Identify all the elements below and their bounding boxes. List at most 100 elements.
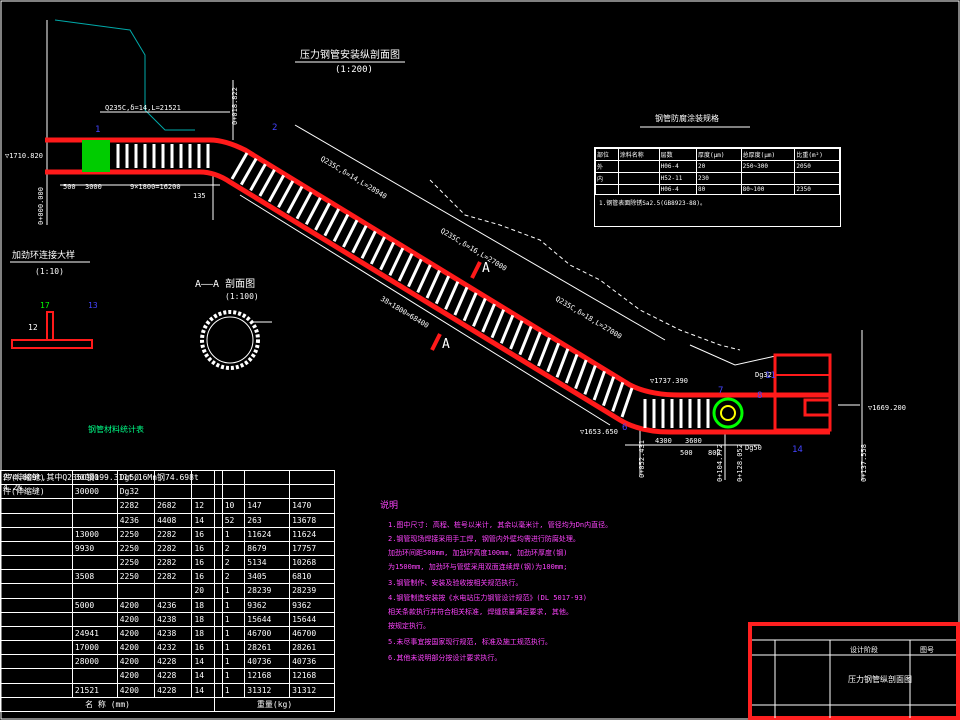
table-cell: 2250 <box>116 555 156 571</box>
table-cell: 30000 <box>71 484 118 500</box>
section-pipe-inner <box>206 316 254 364</box>
table-cell: 17000 <box>71 640 118 656</box>
stiffener-ring <box>564 353 579 384</box>
table-cell: 2 <box>221 540 246 557</box>
table-cell: 16 <box>191 640 216 656</box>
note-item: 2.钢管现场焊接采用手工焊, 钢管内外壁均需进行防腐处理。 <box>388 534 580 543</box>
coating-note: 1.钢管表面除锈Sa2.5(GB8923-88)。 <box>599 200 707 207</box>
stiffener-ring <box>230 152 249 180</box>
dim-label-bend: 135 <box>193 192 206 200</box>
anchor-block-left <box>82 140 110 172</box>
dim-label-right-4: 800 <box>708 449 721 457</box>
title-block-label-2: 图号 <box>920 646 934 654</box>
table-cell: 14 <box>191 668 216 684</box>
table-cell <box>214 583 223 599</box>
stiffener-ring <box>425 269 441 299</box>
coating-header-cell: 总厚度(μm) <box>740 148 796 161</box>
stiffener-ring <box>360 230 377 259</box>
table-cell <box>214 668 223 684</box>
stiffener-ring <box>499 314 515 344</box>
table-cell: 28239 <box>289 583 335 599</box>
table-cell <box>221 469 246 486</box>
stiffener-ring <box>444 281 460 310</box>
table-cell <box>71 512 118 528</box>
dim-label-right-2: 3600 <box>685 437 702 445</box>
table-cell: 2 <box>221 569 246 585</box>
notes-list: 1.图中尺寸: 高程、桩号以米计, 其余以毫米计, 管径均为Dn内直径。 2.钢… <box>388 520 612 662</box>
table-cell <box>0 555 73 571</box>
table-cell: 4238 <box>154 611 193 627</box>
table-cell <box>0 583 73 599</box>
table-cell <box>214 654 223 670</box>
coating-cell: H06-4 <box>658 184 698 195</box>
detail-scale: (1:10) <box>35 267 64 276</box>
title-block-frame <box>748 622 960 720</box>
table-cell: 2682 <box>154 498 193 514</box>
table-footer-row: 名 称 (mm)重量(kg) <box>0 696 335 713</box>
coating-table: 部位 涂料名称 层数 厚度(μm) 总厚度(μm) 比重(m²) 外 H06-4… <box>594 147 841 227</box>
callout-13: 13 <box>88 301 98 310</box>
stiffener-ring <box>304 197 322 226</box>
table-cell <box>214 682 223 698</box>
table-cell: 4200 <box>116 682 156 698</box>
table-cell <box>214 569 223 585</box>
stiffener-ring <box>546 342 561 373</box>
dim-label-top-run: Q235C,δ=14,L=21521 <box>105 104 181 112</box>
outlet-pipe-end <box>803 398 832 417</box>
dim-label-right-1: 4300 <box>655 437 672 445</box>
table-cell <box>214 526 223 542</box>
table-cell <box>0 569 73 585</box>
table-cell: 4200 <box>116 597 156 613</box>
stiffener-ring <box>574 359 588 390</box>
stiffener-ring <box>277 180 295 209</box>
table-cell: 6810 <box>289 569 335 585</box>
dim-label-slope-low: Q235C,δ=18,L=27000 <box>554 295 623 341</box>
callout-11: 11 <box>765 371 776 381</box>
table-cell: 3508 <box>71 569 118 585</box>
table-cell: 11624 <box>289 526 335 542</box>
table-cell: 4228 <box>154 654 193 670</box>
station-label-1: 0+000.000 <box>37 187 45 225</box>
coating-header-cell: 比重(m²) <box>794 148 840 161</box>
pipe-label-d50: Dg50 <box>745 444 762 452</box>
stiffener-ring <box>407 258 423 288</box>
table-cell: 263 <box>244 512 291 528</box>
note-item: 4.钢管制造安装按《水电站压力钢管设计规范》(DL 5017-93) <box>388 593 587 602</box>
table-cell: 件(伸缩缝) <box>0 484 73 500</box>
table-cell: 2282 <box>154 569 193 585</box>
table-cell <box>214 597 223 613</box>
table-cell <box>0 540 73 557</box>
stiffener-ring <box>490 309 506 339</box>
note-item: 相关条款执行并符合相关标准, 焊缝质量满足要求, 其他。 <box>388 607 573 616</box>
table-cell <box>71 668 118 684</box>
table-cell: 4228 <box>154 668 193 684</box>
table-cell: 17757 <box>289 540 335 557</box>
table-cell: 13678 <box>289 512 335 528</box>
table-cell: 40736 <box>289 654 335 670</box>
table-cell: 1 <box>221 611 246 627</box>
table-cell: 46700 <box>244 625 291 642</box>
station-label-4: 0+104.772 <box>716 444 724 482</box>
table-cell <box>289 469 335 486</box>
coating-cell: 20 <box>696 160 742 173</box>
title-block-label-1: 设计阶段 <box>850 645 878 654</box>
stiffener-rings <box>116 144 710 428</box>
dim-label-left-span: 9×1800=16200 <box>130 183 181 191</box>
table-cell: 2282 <box>154 555 193 571</box>
table-cell <box>116 583 156 599</box>
stiffener-ring <box>583 365 597 395</box>
table-cell: 46700 <box>289 625 335 642</box>
dim-label-left-segment: 3000 <box>85 183 102 191</box>
coating-cell: H06-4 <box>658 160 698 173</box>
table-cell: 2250 <box>116 569 156 585</box>
stiffener-ring <box>509 320 524 350</box>
